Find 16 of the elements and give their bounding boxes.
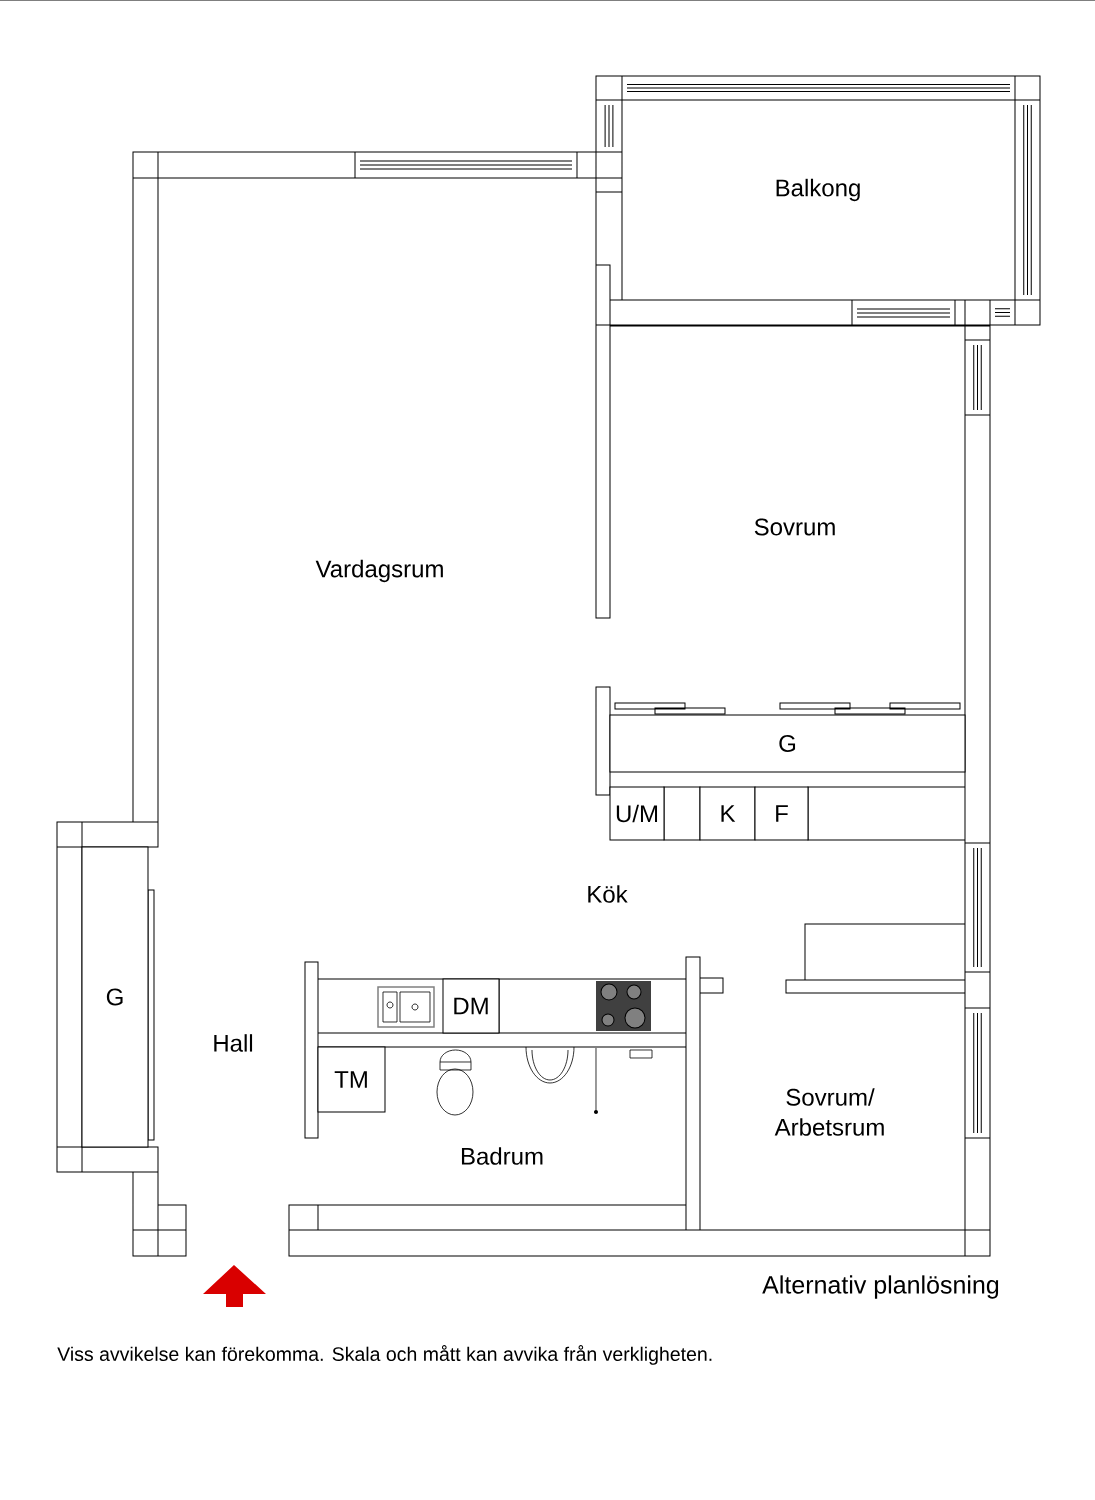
appliance-box: K xyxy=(699,786,756,841)
plan-caption: Alternativ planlösning xyxy=(762,1275,999,1299)
wardrobe-box: G xyxy=(81,846,149,1148)
room-label: Balkong xyxy=(776,178,860,202)
wardrobe-box: G xyxy=(609,714,966,773)
room-label: Vardagsrum xyxy=(315,559,443,583)
room-label: Hall xyxy=(214,1034,253,1052)
room-label: Sovrum xyxy=(754,518,835,536)
appliance-box: U/M xyxy=(609,786,665,841)
room-label: Sovrum/ Arbetsrum xyxy=(774,1088,884,1136)
appliance-box: DM xyxy=(442,978,500,1034)
appliance-box: TM xyxy=(317,1046,386,1113)
disclaimer-note: Viss avvikelse kan förekomma. Skala och mått kan avvika från verkligheten. xyxy=(57,1345,712,1365)
room-label: Badrum xyxy=(461,1147,543,1165)
room-label: Kök xyxy=(588,885,628,903)
appliance-box: F xyxy=(754,786,809,841)
